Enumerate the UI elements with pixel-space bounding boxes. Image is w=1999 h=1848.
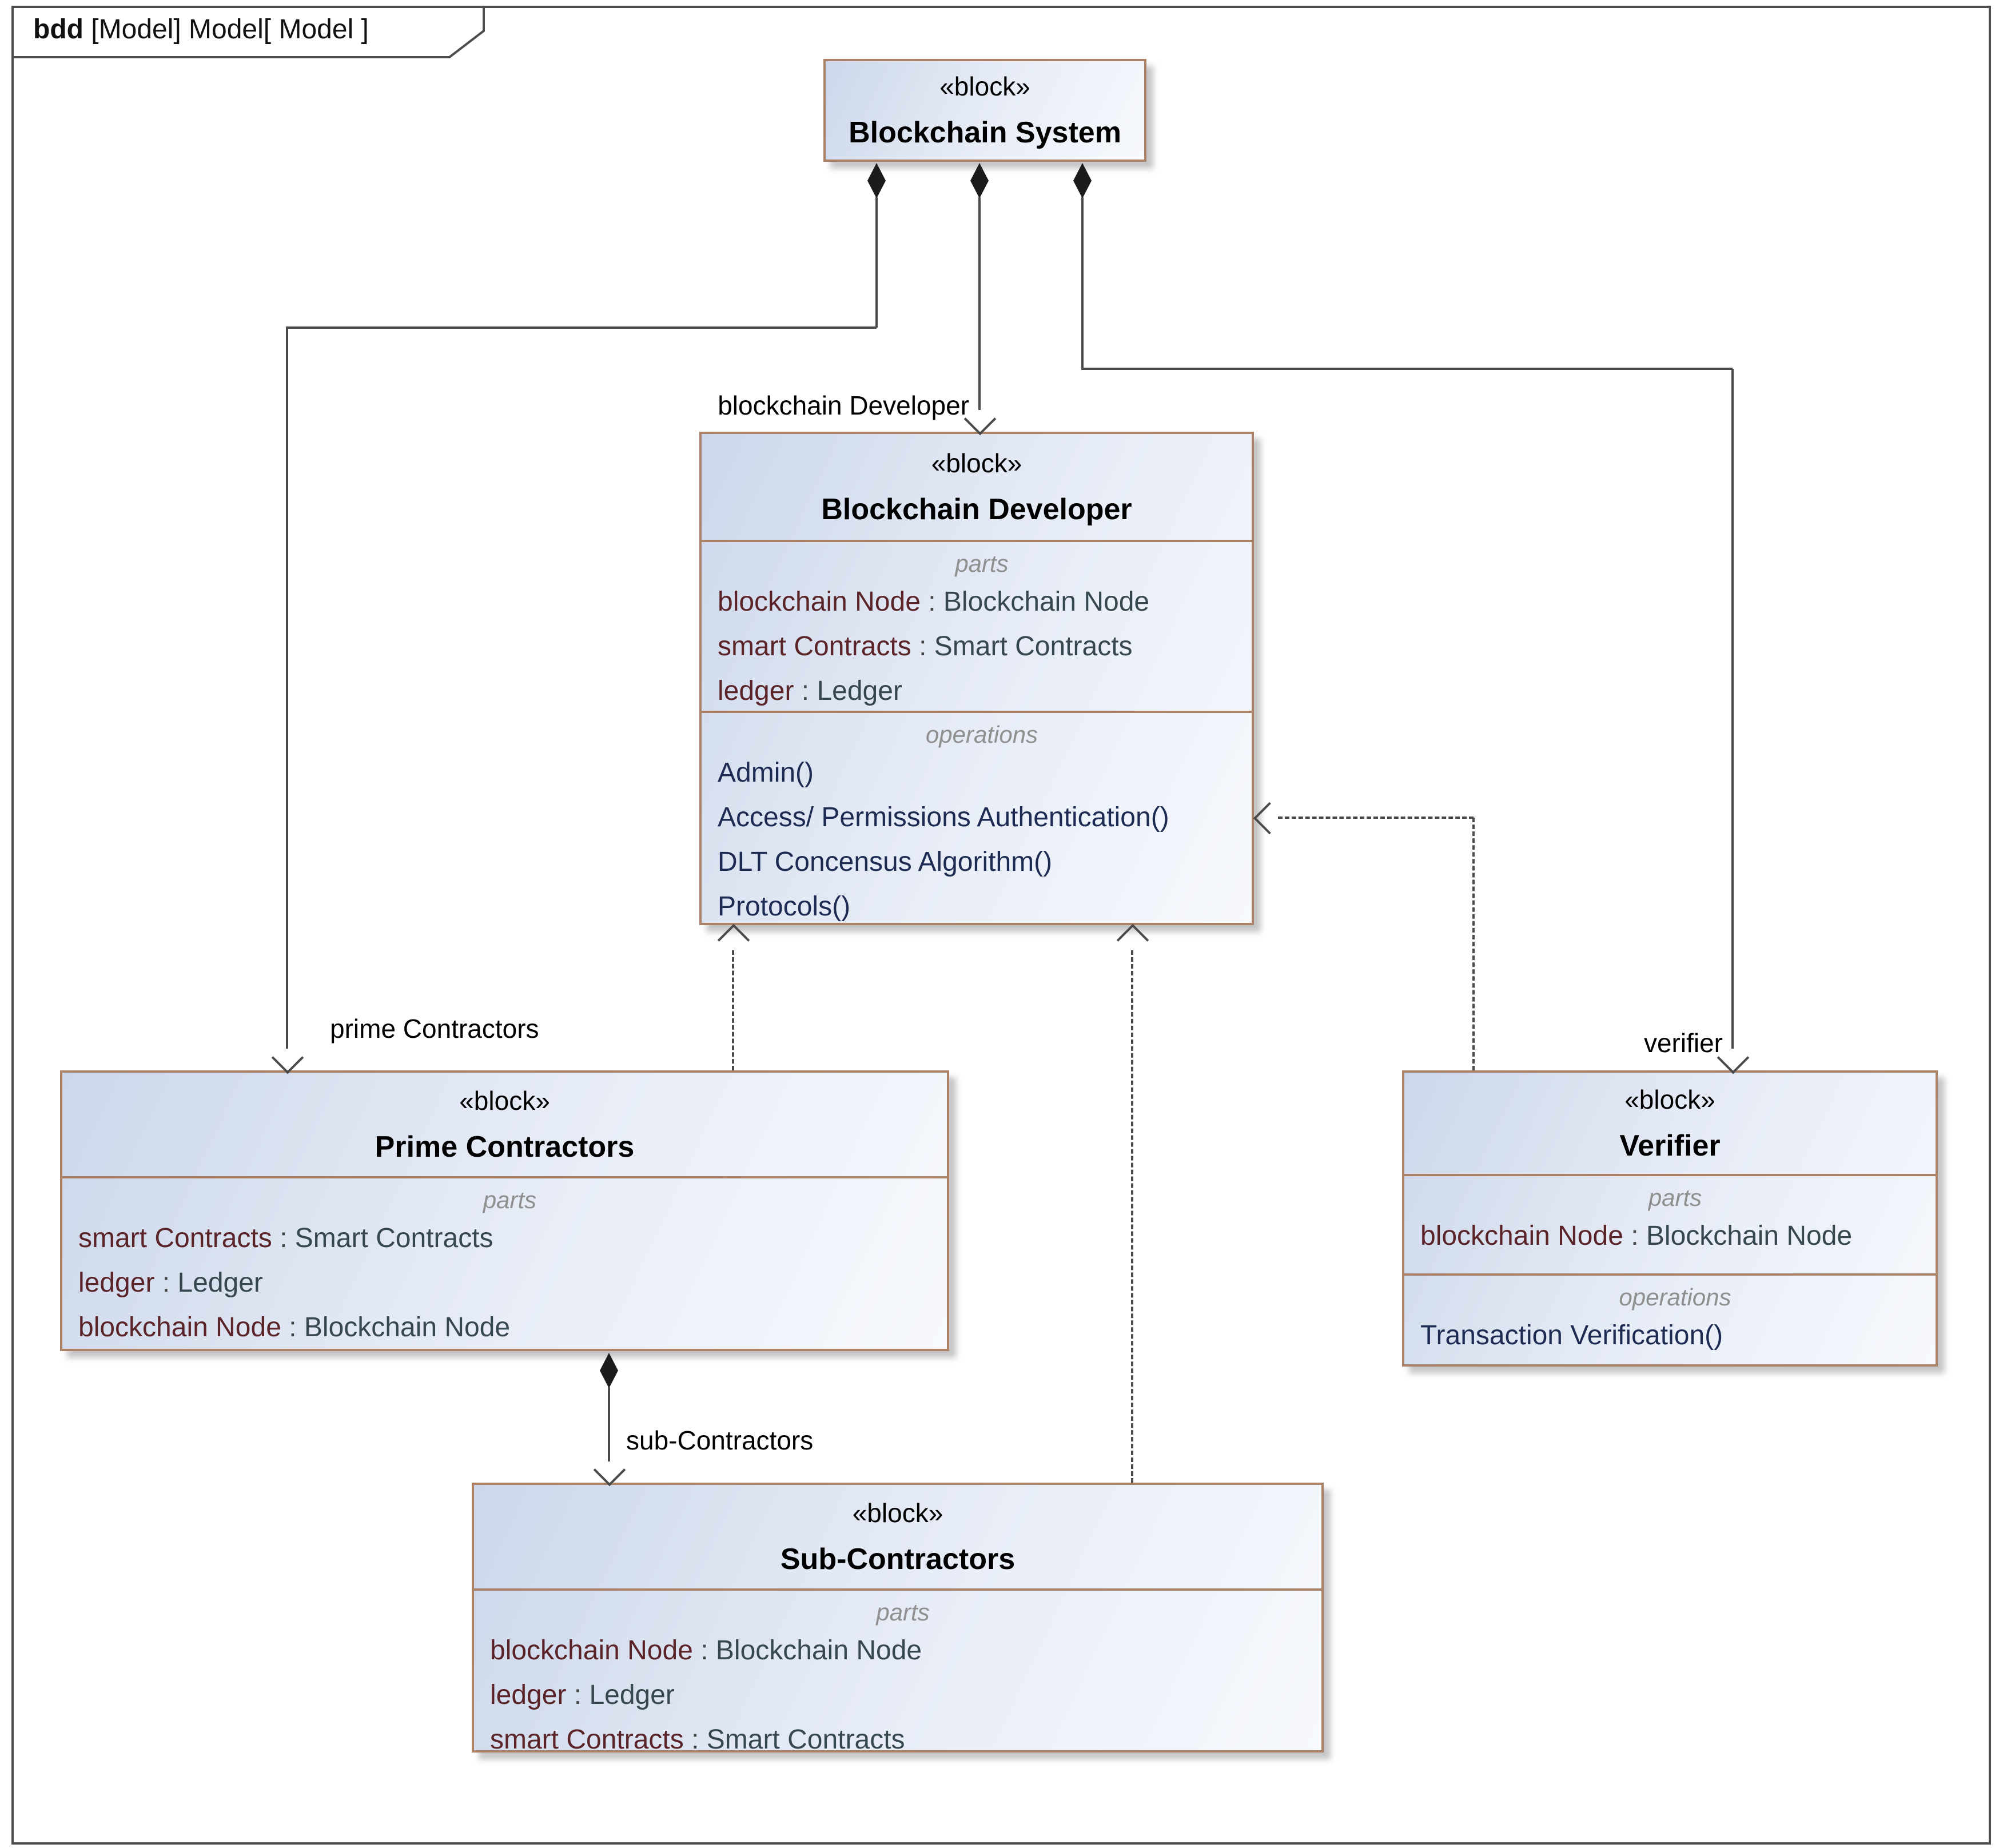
block-name: Verifier <box>1619 1129 1721 1162</box>
block-stereotype: «block» <box>852 1497 943 1528</box>
connector-label-verifier[interactable]: verifier <box>1643 1028 1723 1058</box>
operations-compartment: operations Transaction Verification() <box>1404 1273 1936 1364</box>
diagram-tab: bdd [Model] Model[ Model ] <box>11 6 486 58</box>
block-name: Blockchain Developer <box>821 492 1132 526</box>
connector-sub-contractors[interactable] <box>608 1387 610 1461</box>
connector-prime-contractors[interactable] <box>286 328 288 1049</box>
block-verifier[interactable]: «block» Verifier parts blockchain Node :… <box>1402 1070 1938 1367</box>
operation-entry: Protocols() <box>718 891 851 922</box>
connector-verifier[interactable] <box>1731 369 1734 1049</box>
block-name: Sub-Contractors <box>780 1542 1016 1576</box>
operation-entry: Admin() <box>718 758 814 788</box>
compartment-label: parts <box>1648 1184 1702 1211</box>
part-entry: blockchain Node : Blockchain Node <box>78 1312 511 1343</box>
connector-label-prime-contractors[interactable]: prime Contractors <box>330 1014 539 1044</box>
connector-blockchain-developer[interactable] <box>978 197 981 410</box>
part-entry: smart Contracts : Smart Contracts <box>78 1223 493 1253</box>
compartment-label: operations <box>925 721 1038 748</box>
block-prime-contractors[interactable]: «block» Prime Contractors parts smart Co… <box>60 1070 949 1351</box>
connector-verifier[interactable] <box>1081 368 1733 370</box>
connector-label-sub-contractors[interactable]: sub-Contractors <box>626 1425 814 1455</box>
part-entry: ledger : Ledger <box>78 1268 263 1298</box>
compartment-label: parts <box>876 1599 930 1626</box>
block-stereotype: «block» <box>939 71 1030 101</box>
dependency-verifier-to-developer[interactable] <box>1278 817 1474 819</box>
block-blockchain-developer[interactable]: «block» Blockchain Developer parts block… <box>699 432 1254 925</box>
block-blockchain-system[interactable]: «block» Blockchain System <box>823 59 1146 162</box>
part-entry: ledger : Ledger <box>490 1680 675 1710</box>
block-sub-contractors[interactable]: «block» Sub-Contractors parts blockchain… <box>472 1483 1324 1753</box>
block-stereotype: «block» <box>459 1085 550 1116</box>
compartment-label: parts <box>483 1186 537 1213</box>
operation-entry: DLT Concensus Algorithm() <box>718 847 1053 877</box>
block-stereotype: «block» <box>931 448 1022 478</box>
dependency-verifier-to-developer[interactable] <box>1472 818 1475 1070</box>
part-entry: blockchain Node : Blockchain Node <box>1420 1221 1853 1251</box>
parts-compartment: parts smart Contracts : Smart Contracts … <box>62 1176 947 1349</box>
tab-text: bdd [Model] Model[ Model ] <box>33 14 369 45</box>
part-entry: blockchain Node : Blockchain Node <box>718 587 1150 617</box>
part-entry: ledger : Ledger <box>718 676 902 706</box>
tab-title: [Model] Model[ Model ] <box>83 14 369 45</box>
dependency-sub-to-developer[interactable] <box>1131 950 1133 1483</box>
connector-prime-contractors[interactable] <box>286 326 877 329</box>
block-name: Prime Contractors <box>375 1130 635 1164</box>
part-entry: blockchain Node : Blockchain Node <box>490 1635 922 1666</box>
part-entry: smart Contracts : Smart Contracts <box>718 631 1133 662</box>
connector-prime-contractors[interactable] <box>875 197 878 328</box>
parts-compartment: parts blockchain Node : Blockchain Node … <box>474 1588 1321 1750</box>
compartment-label: parts <box>955 550 1009 577</box>
operation-entry: Transaction Verification() <box>1420 1320 1723 1351</box>
dependency-prime-to-developer[interactable] <box>732 950 734 1070</box>
compartment-label: operations <box>1619 1284 1731 1311</box>
block-stereotype: «block» <box>1624 1084 1715 1114</box>
connector-label-blockchain-developer[interactable]: blockchain Developer <box>718 391 969 420</box>
part-entry: smart Contracts : Smart Contracts <box>490 1724 905 1750</box>
parts-compartment: parts blockchain Node : Blockchain Node <box>1404 1174 1936 1273</box>
tab-shape <box>11 6 485 58</box>
parts-compartment: parts blockchain Node : Blockchain Node … <box>702 540 1252 711</box>
operation-entry: Access/ Permissions Authentication() <box>718 802 1169 833</box>
tab-keyword: bdd <box>33 14 83 45</box>
connector-verifier[interactable] <box>1081 197 1084 369</box>
block-name: Blockchain System <box>849 116 1121 149</box>
operations-compartment: operations Admin() Access/ Permissions A… <box>702 711 1252 925</box>
